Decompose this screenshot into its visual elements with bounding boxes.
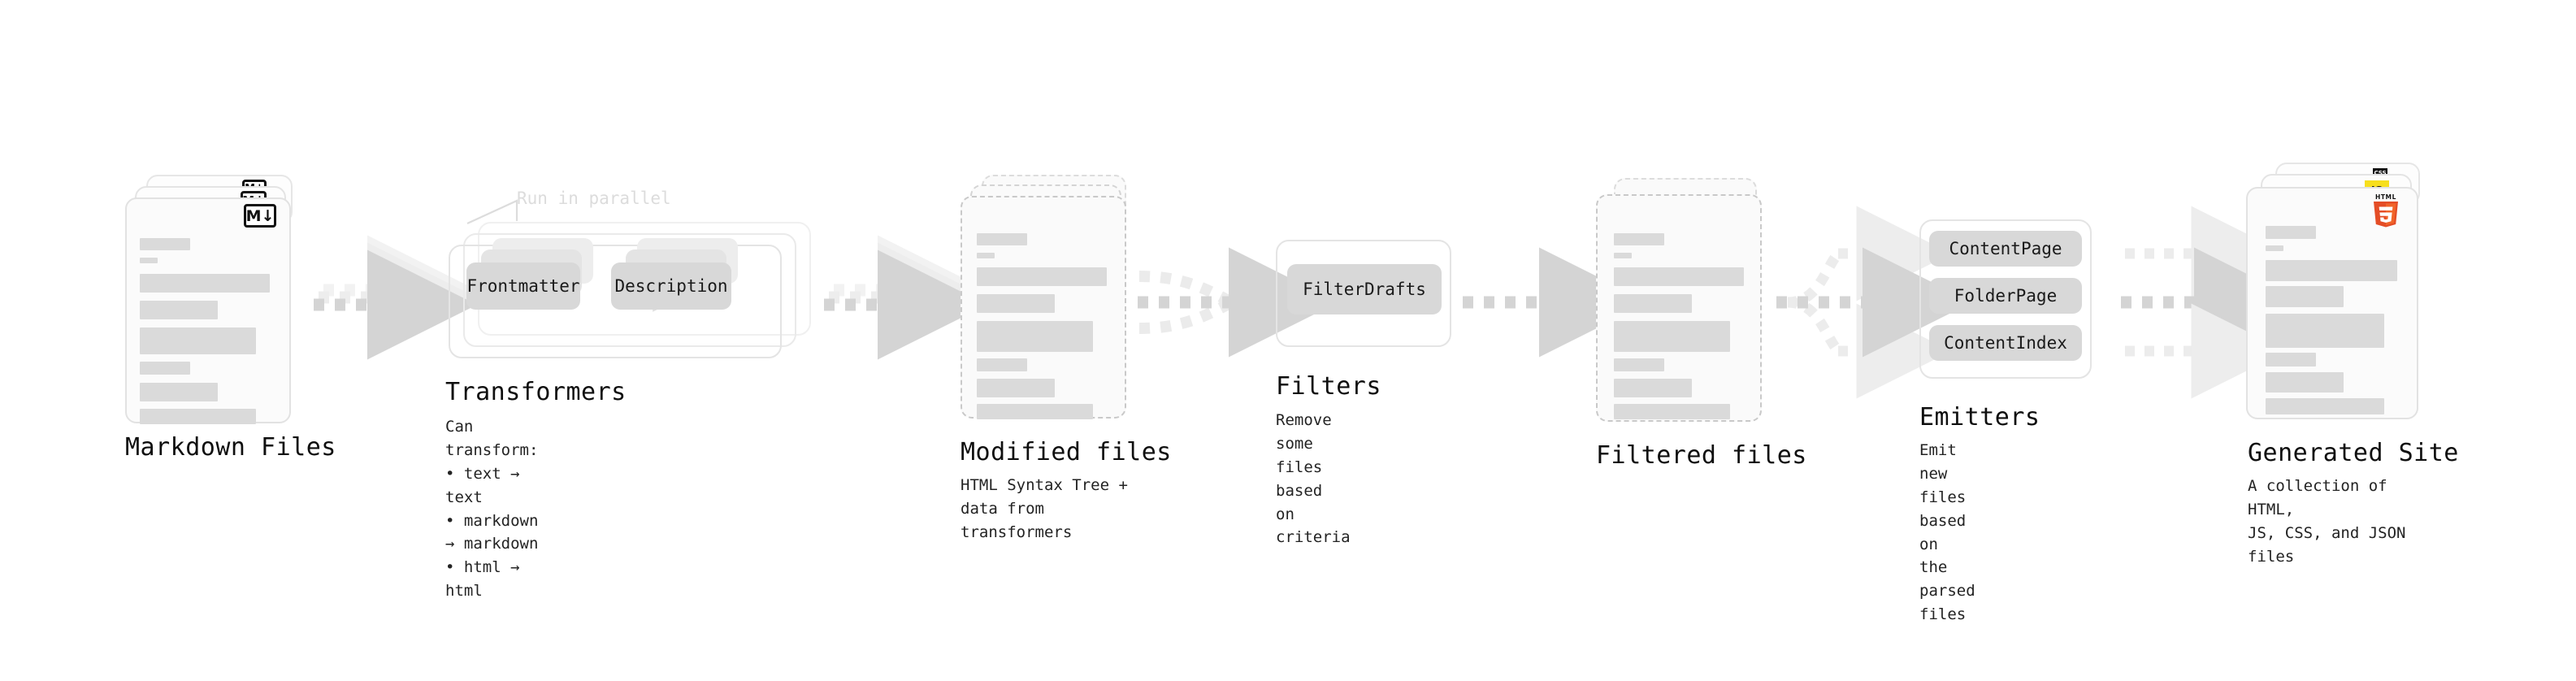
doc-line [140, 327, 256, 354]
doc-line [2266, 398, 2384, 414]
doc-line [140, 362, 190, 375]
connector-emitters-to-site [2121, 206, 2304, 399]
doc-line [2266, 245, 2283, 251]
stage-title-emitters: Emitters [1919, 403, 2040, 432]
doc-line [1614, 267, 1744, 286]
doc-line [2266, 353, 2316, 367]
connector-transformers-to-modified [824, 235, 987, 360]
doc-line [2266, 372, 2344, 393]
doc-line [2266, 260, 2397, 281]
doc-line [977, 267, 1107, 286]
doc-line [1614, 294, 1692, 313]
stage-title-filtered-files: Filtered files [1596, 441, 1807, 470]
doc-line [140, 301, 218, 319]
markdown-badge-front: M↓ [244, 204, 276, 228]
doc-line [2266, 286, 2344, 307]
stage-markdown-files: M↓ M↓ M↓ Markdown Files [122, 175, 336, 462]
doc-line [140, 238, 190, 250]
transformer-chip-description[interactable]: Description [611, 262, 731, 310]
doc-line [140, 258, 158, 263]
doc-line [977, 379, 1055, 397]
connector-filtered-to-emitters [1776, 206, 1972, 399]
svg-text:CSS: CSS [2374, 170, 2386, 176]
filter-chip-filterdrafts[interactable]: FilterDrafts [1287, 264, 1442, 314]
stage-title-generated-site: Generated Site [2248, 439, 2459, 467]
stage-desc-generated-site: A collection of HTML, JS, CSS, and JSON … [2248, 477, 2406, 566]
stage-generated-site: CSS JS HTML [2244, 163, 2458, 566]
filtered-file-stack [1594, 175, 1781, 422]
emitter-chip-folderpage[interactable]: FolderPage [1929, 278, 2082, 314]
run-in-parallel-label: Run in parallel [517, 189, 671, 208]
doc-line [977, 294, 1055, 313]
connector-modified-to-filters [1138, 247, 1338, 358]
doc-line [1614, 321, 1730, 352]
transformers-group-ghost-1 [463, 233, 796, 347]
doc-line [1614, 233, 1664, 245]
doc-line [977, 321, 1093, 352]
transformers-group-front [449, 245, 782, 358]
doc-line [977, 253, 995, 258]
doc-line [1614, 253, 1632, 258]
doc-line [140, 409, 256, 424]
connector-markdown-to-transformers [314, 235, 477, 360]
emitter-chip-contentindex[interactable]: ContentIndex [1929, 325, 2082, 361]
generated-site-stack: CSS JS HTML [2244, 163, 2439, 423]
stage-desc-emitters: Emit new files based on the parsed files [1919, 441, 1975, 624]
emitter-chip-contentpage[interactable]: ContentPage [1929, 231, 2082, 267]
markdown-file-stack: M↓ M↓ M↓ [122, 175, 309, 427]
html5-badge: HTML [2374, 193, 2398, 228]
stage-title-filters: Filters [1276, 372, 1381, 401]
modified-file-stack [959, 175, 1146, 419]
doc-line [140, 383, 218, 401]
stage-desc-filters: Remove some files based on criteria [1276, 411, 1351, 547]
doc-line [1614, 404, 1730, 419]
doc-line [1614, 358, 1664, 371]
svg-text:HTML: HTML [2375, 193, 2396, 201]
doc-line [1614, 379, 1692, 397]
stage-desc-transformers: Can transform: • text → text • markdown … [445, 418, 539, 601]
emitters-group-box [1919, 219, 2092, 379]
doc-line [977, 233, 1027, 245]
doc-line [2266, 226, 2316, 239]
doc-line [140, 274, 270, 293]
stage-desc-modified-files: HTML Syntax Tree + data from transformer… [961, 476, 1128, 541]
filters-group-box [1276, 240, 1451, 347]
stage-title-modified-files: Modified files [961, 438, 1172, 466]
stage-modified-files: Modified files HTML Syntax Tree + data f… [959, 175, 1171, 541]
doc-line [2266, 314, 2384, 348]
stage-title-transformers: Transformers [445, 378, 627, 406]
doc-line [977, 404, 1093, 419]
transformer-chip-frontmatter[interactable]: Frontmatter [466, 262, 580, 310]
doc-line [977, 358, 1027, 371]
run-in-parallel-leader [466, 199, 518, 224]
stage-filtered-files: Filtered files [1594, 175, 1806, 470]
stage-title-markdown-files: Markdown Files [125, 433, 336, 462]
